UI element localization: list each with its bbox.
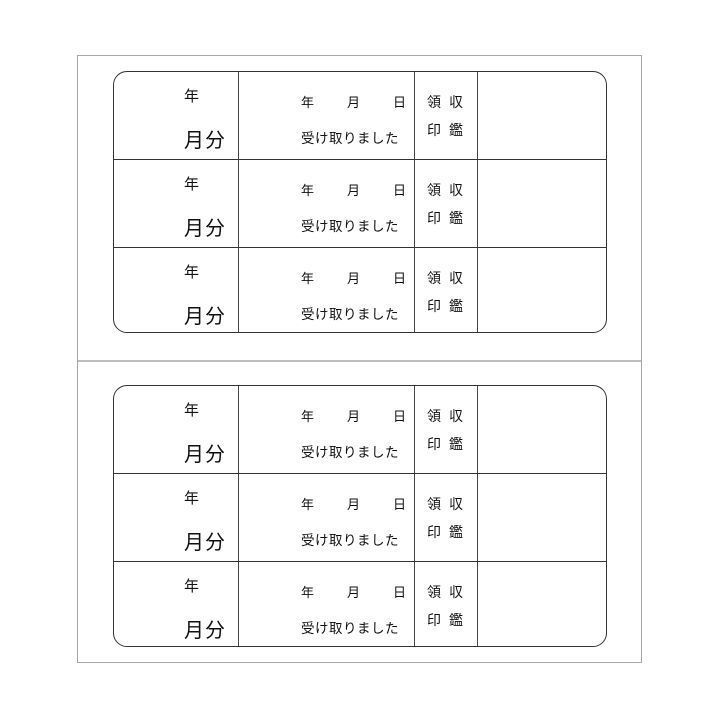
year-label: 年: [184, 401, 200, 419]
year-label: 年: [184, 576, 200, 595]
seal-box[interactable]: [478, 386, 606, 473]
date-day-label: 日: [392, 585, 406, 601]
month-cell[interactable]: 年 月分: [114, 474, 239, 561]
date-labels: 年 月 日: [301, 494, 406, 513]
receipt-row: 年 月分 年 月 日 受け取りました 領収 印鑑: [114, 159, 606, 247]
date-day-label: 日: [392, 271, 406, 287]
stamp-label-cell: 領収 印鑑: [415, 386, 478, 474]
date-year-label: 年: [301, 184, 315, 200]
stamp-label-cell: 領収 印鑑: [415, 72, 478, 160]
date-month-label: 月: [346, 498, 360, 514]
seal-label: 印鑑: [427, 211, 471, 228]
seal-box[interactable]: [478, 562, 606, 646]
date-month-label: 月: [346, 585, 360, 601]
stamp-label-cell: 領収 印鑑: [415, 160, 478, 247]
receipt-row: 年 月分 年 月 日 受け取りました 領収 印鑑: [114, 72, 606, 160]
month-cell[interactable]: 年 月分: [114, 386, 239, 474]
date-month-label: 月: [346, 184, 360, 200]
month-label: 月分: [184, 303, 226, 328]
receipt-card: 年 月分 年 月 日 受け取りました 領収 印鑑 年 月分: [113, 385, 607, 647]
date-cell[interactable]: 年 月 日 受け取りました: [239, 160, 415, 247]
date-day-label: 日: [392, 498, 406, 514]
receipt-label: 領収: [427, 497, 471, 514]
month-label: 月分: [184, 128, 226, 152]
date-month-label: 月: [346, 410, 360, 425]
receipt-label: 領収: [427, 95, 471, 111]
year-label: 年: [184, 262, 200, 281]
month-label: 月分: [184, 617, 226, 642]
seal-label: 印鑑: [427, 298, 471, 315]
receipt-label: 領収: [427, 183, 471, 200]
receipt-card: 年 月分 年 月 日 受け取りました 領収 印鑑 年 月分: [113, 71, 607, 333]
received-text: 受け取りました: [301, 445, 399, 461]
date-year-label: 年: [301, 410, 315, 425]
date-labels: 年 月 日: [301, 92, 406, 111]
receipt-label: 領収: [427, 584, 471, 601]
receipt-label: 領収: [427, 270, 471, 287]
month-cell[interactable]: 年 月分: [114, 561, 239, 646]
date-labels: 年 月 日: [301, 268, 406, 287]
year-label: 年: [184, 489, 200, 508]
date-cell[interactable]: 年 月 日 受け取りました: [239, 247, 415, 332]
received-text: 受け取りました: [301, 306, 399, 323]
year-label: 年: [184, 87, 200, 105]
date-cell[interactable]: 年 月 日 受け取りました: [239, 72, 415, 160]
date-cell[interactable]: 年 月 日 受け取りました: [239, 474, 415, 561]
date-day-label: 日: [392, 96, 406, 111]
date-year-label: 年: [301, 96, 315, 111]
date-labels: 年 月 日: [301, 406, 406, 425]
receipt-row: 年 月分 年 月 日 受け取りました 領収 印鑑: [114, 246, 606, 332]
seal-label: 印鑑: [427, 525, 471, 542]
received-text: 受け取りました: [301, 533, 399, 550]
year-label: 年: [184, 175, 200, 194]
date-month-label: 月: [346, 271, 360, 287]
receipt-row: 年 月分 年 月 日 受け取りました 領収 印鑑: [114, 386, 606, 474]
received-text: 受け取りました: [301, 131, 399, 147]
date-labels: 年 月 日: [301, 582, 406, 601]
date-month-label: 月: [346, 96, 360, 111]
date-cell[interactable]: 年 月 日 受け取りました: [239, 561, 415, 646]
seal-box[interactable]: [478, 72, 606, 159]
seal-label: 印鑑: [427, 123, 471, 139]
month-cell[interactable]: 年 月分: [114, 160, 239, 247]
receipt-row: 年 月分 年 月 日 受け取りました 領収 印鑑: [114, 473, 606, 561]
month-cell[interactable]: 年 月分: [114, 72, 239, 160]
date-day-label: 日: [392, 184, 406, 200]
stamp-label-cell: 領収 印鑑: [415, 474, 478, 561]
month-label: 月分: [184, 530, 226, 555]
month-label: 月分: [184, 442, 226, 466]
stamp-label-cell: 領収 印鑑: [415, 247, 478, 332]
stamp-label-cell: 領収 印鑑: [415, 561, 478, 646]
cut-line: [78, 360, 641, 362]
month-label: 月分: [184, 216, 226, 241]
seal-label: 印鑑: [427, 612, 471, 629]
receipt-sheet: [77, 55, 642, 663]
seal-box[interactable]: [478, 248, 606, 332]
received-text: 受け取りました: [301, 219, 399, 236]
date-year-label: 年: [301, 585, 315, 601]
date-day-label: 日: [392, 410, 406, 425]
seal-label: 印鑑: [427, 437, 471, 453]
receipt-row: 年 月分 年 月 日 受け取りました 領収 印鑑: [114, 560, 606, 646]
seal-box[interactable]: [478, 160, 606, 246]
date-labels: 年 月 日: [301, 180, 406, 199]
received-text: 受け取りました: [301, 620, 399, 637]
date-year-label: 年: [301, 271, 315, 287]
date-cell[interactable]: 年 月 日 受け取りました: [239, 386, 415, 474]
receipt-label: 領収: [427, 409, 471, 425]
seal-box[interactable]: [478, 474, 606, 560]
month-cell[interactable]: 年 月分: [114, 247, 239, 332]
date-year-label: 年: [301, 498, 315, 514]
